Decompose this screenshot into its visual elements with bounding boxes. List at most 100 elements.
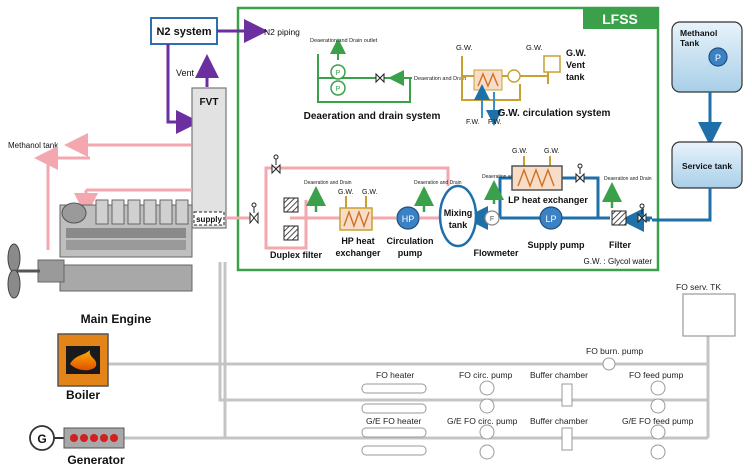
fw-label-2: F.W. (488, 119, 502, 126)
deaeration-pump-label-1: P (336, 70, 341, 77)
duplex-filter-bottom (283, 225, 299, 241)
fo-burn-pump-label: FO burn. pump (586, 346, 643, 356)
valves (249, 163, 647, 225)
service-tank (671, 141, 743, 189)
deaeration-title: Deaeration and drain system (304, 111, 441, 122)
hp-pump-symbol: HP (402, 214, 415, 224)
circ-pump-label-1: Circulation (386, 236, 433, 246)
valve-handles (251, 154, 645, 214)
main-engine (7, 199, 193, 299)
gw-circulation-system (461, 55, 561, 126)
flowmeter-label: Flowmeter (473, 248, 519, 258)
fo-feed-pump-label: FO feed pump (629, 370, 684, 380)
lp-hx-coil (517, 168, 555, 188)
drain-label-1: Deaeration and Drain (304, 180, 352, 186)
flame-icon (70, 350, 97, 371)
gw-system-title: G.W. circulation system (498, 108, 611, 119)
buffer-chamber-2-label: Buffer chamber (530, 416, 588, 426)
generator-label: Generator (67, 453, 125, 467)
boiler-label: Boiler (66, 388, 100, 402)
supply-pump-label: Supply pump (528, 240, 585, 250)
deaeration-outlet-label: Deaeration and Drain outlet (310, 38, 378, 44)
buffer-chamber-1-label: Buffer chamber (530, 370, 588, 380)
ge-fo-feed-pump-label: G/E FO feed pump (622, 416, 694, 426)
fo-heater (361, 383, 427, 414)
service-tank-label: Service tank (682, 161, 732, 171)
fo-serv-tk (682, 293, 736, 337)
mixing-tank-label-1: Mixing (444, 208, 473, 218)
hp-gw-label-1: G.W. (338, 189, 354, 196)
duplex-filter-top (283, 197, 299, 213)
methanol-tank-line-label: Methanol tank (8, 141, 59, 150)
lp-hx-label: LP heat exchanger (508, 195, 588, 205)
drain-label-2: Deaeration and Drain (414, 180, 462, 186)
drain-label-3: Deaeration and Drain (482, 174, 530, 180)
methanol-tank-label-1: Methanol (680, 28, 717, 38)
methanol-tank-label-2: Tank (680, 38, 699, 48)
methanol-tank-pump-label: P (715, 53, 721, 63)
gw-left-label: G.W. (456, 43, 473, 52)
lp-pump-symbol: LP (545, 214, 556, 224)
deaeration-inlet-label: Deaeration and Drain (414, 76, 466, 82)
hp-hx-label-2: exchanger (335, 248, 381, 258)
lp-gw-label-2: G.W. (544, 148, 560, 155)
fo-serv-tk-label: FO serv. TK (676, 282, 721, 292)
gw-vent-tank-label-1: G.W. (566, 48, 586, 58)
lfss-title: LFSS (602, 11, 638, 27)
ge-fo-heater (361, 427, 427, 456)
fo-circ-pumps (479, 380, 495, 414)
fo-piping (108, 262, 710, 440)
buffer-chamber-1 (561, 383, 573, 407)
generator-cylinders (70, 434, 118, 442)
mixing-tank (438, 184, 478, 248)
gw-vent-tank-label-2: Vent (566, 60, 585, 70)
flowmeter (484, 210, 500, 226)
n2-system-label: N2 system (156, 26, 211, 38)
ge-fo-circ-pump-label: G/E FO circ. pump (447, 416, 518, 426)
buffer-chamber-2 (561, 427, 573, 451)
vent-label: Vent (176, 68, 195, 78)
fvt-tank (191, 87, 227, 229)
hp-hx-label-1: HP heat (341, 236, 374, 246)
deaeration-system (317, 38, 412, 103)
lp-gw-label-1: G.W. (512, 148, 528, 155)
fvt-supply-label: supply (196, 215, 222, 224)
methanol-tank-pump (708, 47, 728, 67)
fo-burn-pump (602, 357, 616, 371)
methanol-tank (671, 21, 743, 93)
fo-circ-pump-label: FO circ. pump (459, 370, 513, 380)
gw-right-label: G.W. (526, 43, 543, 52)
n2-piping-label: N2 piping (264, 27, 300, 37)
circ-pump-label-2: pump (398, 248, 423, 258)
service-to-lfss-line (652, 188, 712, 222)
hp-circulation-pump (396, 206, 420, 230)
filter-label: Filter (609, 240, 632, 250)
lfss-title-box (583, 9, 657, 29)
main-engine-label: Main Engine (81, 312, 152, 326)
drain-label-4: Deaeration and Drain (604, 176, 652, 182)
fvt-supply-box (193, 211, 225, 226)
fvt-label: FVT (200, 97, 219, 108)
fw-label-1: F.W. (466, 119, 480, 126)
n2-to-fvt-line (166, 44, 200, 134)
duplex-filter-label: Duplex filter (270, 250, 323, 260)
filter (611, 210, 627, 226)
fo-feed-pumps (650, 380, 666, 414)
ge-fo-feed-pumps (650, 424, 666, 460)
ge-fo-circ-pumps (479, 424, 495, 460)
fo-heater-label: FO heater (376, 370, 414, 380)
generator-symbol-label: G (37, 432, 46, 446)
mixing-tank-label-2: tank (449, 220, 469, 230)
lp-heat-exchanger (511, 165, 563, 191)
flowmeter-symbol: F (490, 216, 494, 223)
deaeration-pump-label-2: P (336, 86, 341, 93)
glycol-note: G.W. : Glycol water (584, 257, 653, 266)
drain-arrows (306, 180, 622, 212)
lfss-frame (236, 6, 660, 272)
ge-fo-heater-label: G/E FO heater (366, 416, 421, 426)
gw-vent-tank-label-3: tank (566, 72, 586, 82)
lp-supply-pump (539, 206, 563, 230)
hp-hx-coil (343, 209, 370, 229)
hp-gw-label-2: G.W. (362, 189, 378, 196)
